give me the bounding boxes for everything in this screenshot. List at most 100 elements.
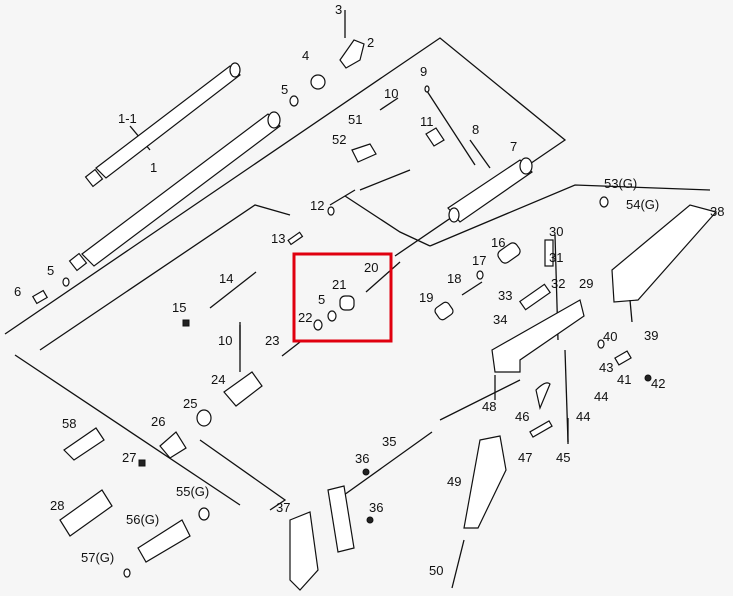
label-33: 33 <box>498 288 512 303</box>
parts-middle <box>31 206 652 382</box>
label-18: 18 <box>447 271 461 286</box>
label-12: 12 <box>310 198 324 213</box>
label-25: 25 <box>183 396 197 411</box>
label-27: 27 <box>122 450 136 465</box>
part-33 <box>519 283 551 311</box>
part-26 <box>159 431 187 459</box>
label-57g: 57(G) <box>81 550 114 565</box>
part-6 <box>31 289 49 305</box>
label-52: 52 <box>332 132 346 147</box>
part-56 <box>137 519 191 563</box>
label-49: 49 <box>447 474 461 489</box>
part-13 <box>287 231 304 246</box>
label-47: 47 <box>518 450 532 465</box>
highlight-box <box>292 252 393 343</box>
part-18 <box>461 281 483 296</box>
part-49 <box>463 435 507 529</box>
label-4: 4 <box>302 48 309 63</box>
part-30 <box>544 239 554 267</box>
label-7: 7 <box>510 139 517 154</box>
part-36-low <box>366 516 374 524</box>
part-19 <box>434 301 454 321</box>
label-38: 38 <box>710 204 724 219</box>
part-52 <box>351 143 377 163</box>
label-37: 37 <box>276 500 290 515</box>
label-30: 30 <box>549 224 563 239</box>
part-46 <box>535 382 551 410</box>
label-24: 24 <box>211 372 225 387</box>
label-10-top: 10 <box>384 86 398 101</box>
part-23 <box>281 341 301 357</box>
part-4 <box>310 74 326 90</box>
part-38 <box>611 204 718 303</box>
label-40: 40 <box>603 329 617 344</box>
label-44-a: 44 <box>594 389 608 404</box>
part-16 <box>497 242 521 264</box>
label-5-left: 5 <box>47 263 54 278</box>
label-34: 34 <box>493 312 507 327</box>
part-47 <box>529 420 553 438</box>
label-26: 26 <box>151 414 165 429</box>
part-37 <box>289 511 319 591</box>
part-53 <box>599 196 609 208</box>
label-50: 50 <box>429 563 443 578</box>
label-53g: 53(G) <box>604 176 637 191</box>
part-42 <box>644 374 652 382</box>
label-19: 19 <box>419 290 433 305</box>
label-1: 1 <box>150 160 157 175</box>
label-44-b: 44 <box>576 409 590 424</box>
label-36-low: 36 <box>369 500 383 515</box>
part-25 <box>196 409 212 427</box>
part-2 <box>339 39 365 69</box>
part-36-plate <box>327 485 355 553</box>
label-20: 20 <box>364 260 378 275</box>
part-41 <box>614 350 632 366</box>
label-48: 48 <box>482 399 496 414</box>
part-7 <box>447 159 533 223</box>
label-42: 42 <box>651 376 665 391</box>
part-20 <box>365 261 401 293</box>
part-24 <box>223 371 263 407</box>
label-32: 32 <box>551 276 565 291</box>
label-58: 58 <box>62 416 76 431</box>
label-17: 17 <box>472 253 486 268</box>
label-43: 43 <box>599 360 613 375</box>
label-54g: 54(G) <box>626 197 659 212</box>
part-22 <box>313 319 323 331</box>
label-3: 3 <box>335 2 342 17</box>
barrel-tube-1-1 <box>84 62 241 188</box>
part-14 <box>209 271 257 309</box>
label-35: 35 <box>382 434 396 449</box>
barrel-tube-1 <box>68 111 281 272</box>
label-5-top: 5 <box>281 82 288 97</box>
part-57 <box>123 568 131 578</box>
label-41: 41 <box>617 372 631 387</box>
part-50 <box>451 539 465 589</box>
label-9: 9 <box>420 64 427 79</box>
label-51: 51 <box>348 112 362 127</box>
label-45: 45 <box>556 450 570 465</box>
part-40 <box>597 339 605 349</box>
label-16: 16 <box>491 235 505 250</box>
part-58 <box>63 427 105 461</box>
label-46: 46 <box>515 409 529 424</box>
part-21 <box>339 295 355 311</box>
label-22: 22 <box>298 310 312 325</box>
part-5-left <box>62 277 70 287</box>
label-31: 31 <box>549 250 563 265</box>
label-39: 39 <box>644 328 658 343</box>
label-5-mid: 5 <box>318 292 325 307</box>
label-2: 2 <box>367 35 374 50</box>
label-56g: 56(G) <box>126 512 159 527</box>
label-55g: 55(G) <box>176 484 209 499</box>
part-17 <box>476 270 484 280</box>
part-28 <box>59 489 113 537</box>
part-9 <box>424 85 430 93</box>
part-5-top <box>289 95 299 107</box>
part-labels: 1-1 1 2 3 4 5 9 10 51 11 8 52 7 53(G) 54… <box>14 2 724 578</box>
part-12 <box>327 206 335 216</box>
part-15 <box>182 319 190 327</box>
label-28: 28 <box>50 498 64 513</box>
